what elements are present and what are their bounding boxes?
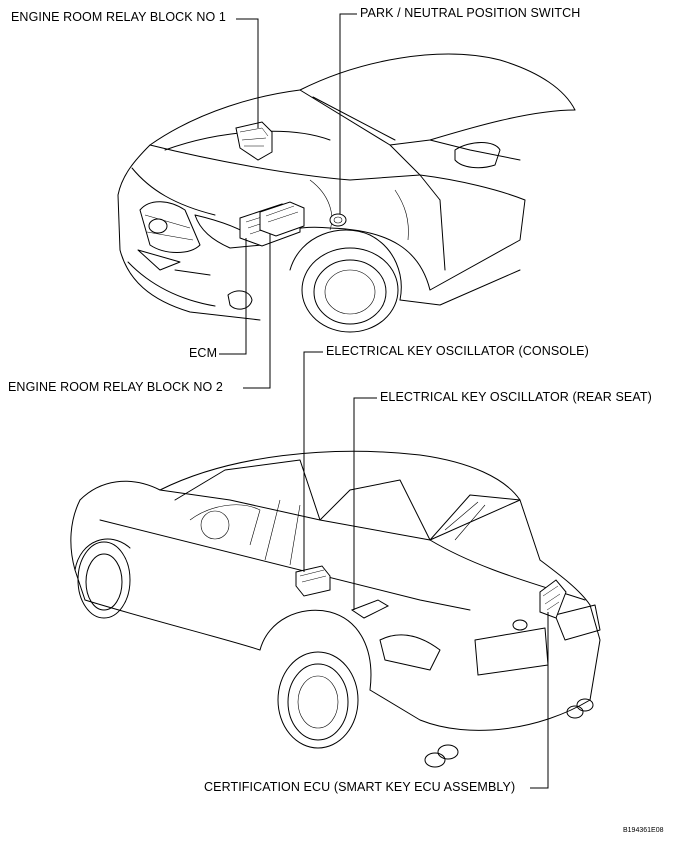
label-electrical-key-oscillator-console: ELECTRICAL KEY OSCILLATOR (CONSOLE) xyxy=(326,344,589,358)
engine-room-relay-block-1-part xyxy=(235,121,273,161)
label-certification-ecu: CERTIFICATION ECU (SMART KEY ECU ASSEMBL… xyxy=(204,780,516,794)
certification-ecu-part xyxy=(539,579,567,619)
park-neutral-switch-part xyxy=(329,213,347,227)
electrical-key-oscillator-console-part xyxy=(295,565,331,597)
electrical-key-oscillator-rear-seat-part xyxy=(350,599,390,619)
label-engine-room-relay-block-2: ENGINE ROOM RELAY BLOCK NO 2 xyxy=(8,380,223,394)
front-car-illustration xyxy=(117,53,576,333)
label-ecm: ECM xyxy=(189,346,218,360)
label-electrical-key-oscillator-rear-seat: ELECTRICAL KEY OSCILLATOR (REAR SEAT) xyxy=(380,390,652,404)
label-park-neutral-position-switch: PARK / NEUTRAL POSITION SWITCH xyxy=(360,6,581,20)
figure-code: B194361E08 xyxy=(623,827,664,834)
rear-car-illustration xyxy=(70,450,601,768)
leader-lines xyxy=(219,13,549,789)
engine-room-relay-block-2-part xyxy=(259,201,305,237)
label-engine-room-relay-block-1: ENGINE ROOM RELAY BLOCK NO 1 xyxy=(11,10,226,24)
